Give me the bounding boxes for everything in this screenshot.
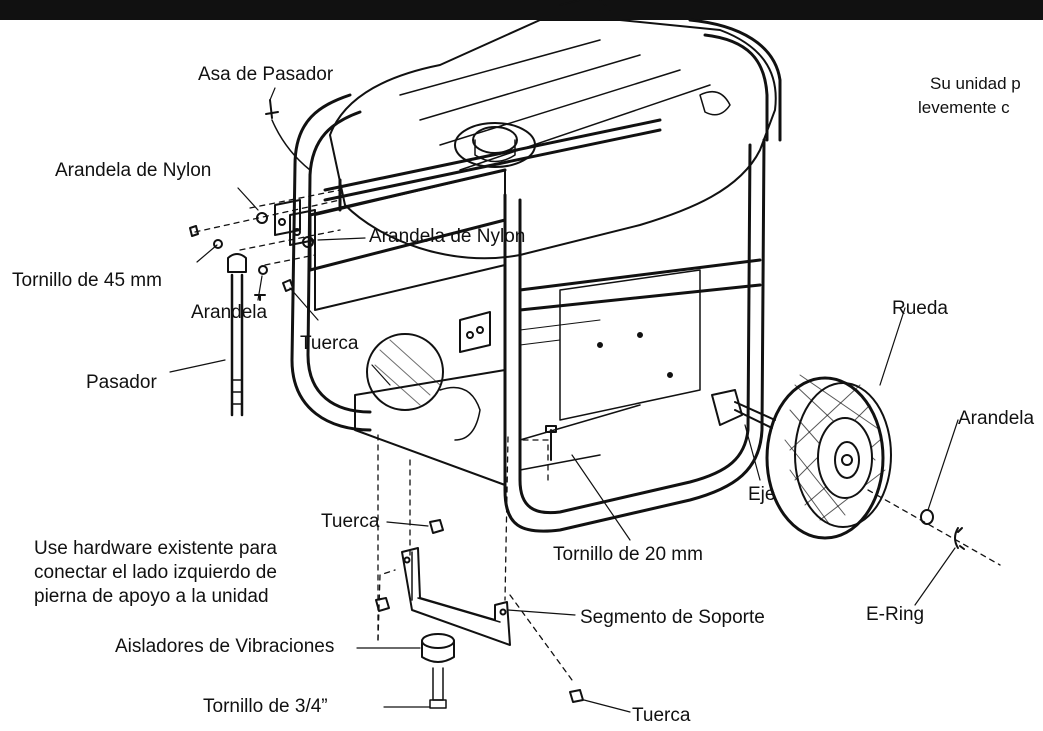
label-e-ring: E-Ring	[866, 604, 925, 625]
label-eje: Eje	[748, 484, 776, 505]
washers	[189, 212, 314, 292]
fuel-tank	[329, 0, 777, 260]
label-arandela-de-nylon-left: Arandela de Nylon	[55, 160, 212, 181]
label-pasador: Pasador	[86, 372, 157, 393]
hardware-note-line-2: conectar el lado izquierdo de	[34, 562, 277, 583]
support-leg	[375, 519, 584, 709]
label-asa-de-pasador: Asa de Pasador	[198, 64, 334, 85]
label-tornillo-3-4: Tornillo de 3/4”	[203, 696, 328, 717]
label-arandela-left: Arandela	[191, 302, 268, 323]
label-tornillo-45mm: Tornillo de 45 mm	[12, 270, 162, 291]
header-bar	[0, 0, 1043, 20]
label-arandela-right: Arandela	[958, 408, 1035, 429]
label-rueda: Rueda	[892, 298, 948, 319]
hardware-note-line-3: pierna de apoyo a la unidad	[34, 586, 269, 607]
side-note-line-2: levemente c	[918, 98, 1010, 117]
label-tuerca-bottom: Tuerca	[632, 705, 691, 726]
label-arandela-de-nylon-right: Arandela de Nylon	[369, 226, 526, 247]
hardware-note-line-1: Use hardware existente para	[34, 538, 277, 559]
label-tornillo-20mm: Tornillo de 20 mm	[553, 544, 703, 565]
pin-parts	[227, 99, 311, 417]
label-tuerca-bracket: Tuerca	[321, 511, 380, 532]
label-tuerca-upper: Tuerca	[300, 333, 359, 354]
label-aisladores-de-vibraciones: Aisladores de Vibraciones	[115, 636, 335, 657]
frame	[290, 18, 782, 533]
label-segmento-de-soporte: Segmento de Soporte	[580, 607, 765, 628]
wheel	[765, 374, 892, 540]
side-note-line-1: Su unidad p	[930, 74, 1021, 93]
engine	[354, 269, 701, 486]
